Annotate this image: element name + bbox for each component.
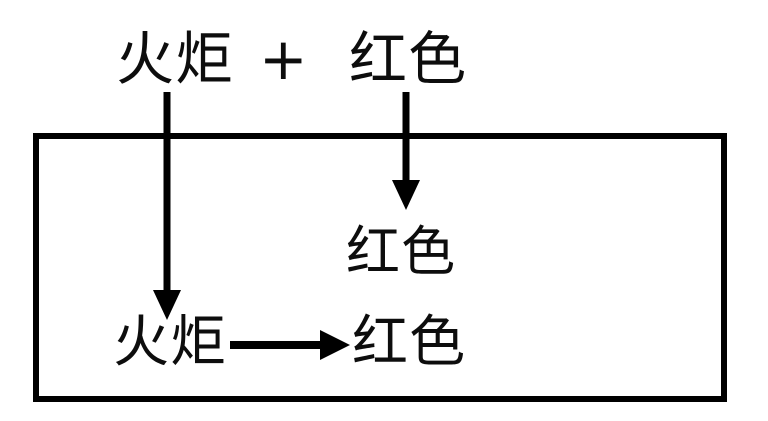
outer-rectangle	[33, 133, 727, 402]
plus-operator: +	[259, 25, 309, 93]
bottom-source-term: 火炬	[113, 310, 228, 375]
middle-term: 红色	[346, 220, 457, 283]
top-left-term: 火炬	[116, 25, 235, 93]
top-right-term: 红色	[349, 25, 468, 93]
bottom-target-term: 红色	[352, 310, 467, 375]
